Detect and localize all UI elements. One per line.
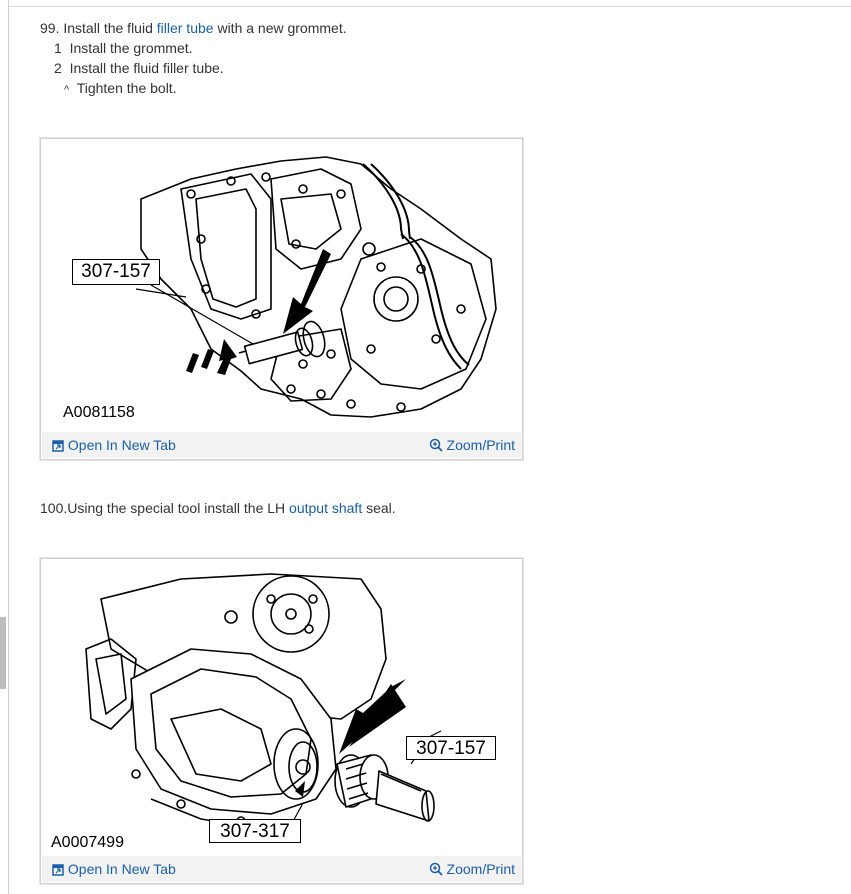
figure-output-shaft-seal: 307-157 307-317 A0007499 Open In New Tab… xyxy=(40,558,523,884)
step-number: 100. xyxy=(40,500,68,516)
substep-text: Install the fluid filler tube. xyxy=(69,60,224,76)
top-divider xyxy=(9,6,851,7)
direction-arrow xyxy=(283,249,331,334)
substep-number: 1 xyxy=(54,40,62,56)
dashed-arrow xyxy=(186,339,237,375)
left-border xyxy=(8,0,9,894)
step-text: Install the fluid xyxy=(63,20,153,36)
tool-callout: 307-157 xyxy=(72,259,160,285)
open-new-tab-link[interactable]: Open In New Tab xyxy=(52,437,176,453)
step-99-heading: 99. Install the fluid filler tube with a… xyxy=(40,19,347,37)
transmission-illustration xyxy=(135,156,497,418)
figure-id: A0081158 xyxy=(63,404,135,421)
note-text: Tighten the bolt. xyxy=(76,80,177,96)
filler-tube-link[interactable]: filler tube xyxy=(156,20,214,36)
substep-note: ^ Tighten the bolt. xyxy=(64,79,177,99)
zoom-print-link[interactable]: Zoom/Print xyxy=(429,861,515,877)
open-new-tab-link[interactable]: Open In New Tab xyxy=(52,861,176,877)
step-text: with a new grommet. xyxy=(217,20,347,36)
step-100-heading: 100.Using the special tool install the L… xyxy=(40,499,396,517)
zoom-print-label: Zoom/Print xyxy=(446,437,515,453)
note-marker: ^ xyxy=(64,84,70,96)
substep-1: 1 Install the grommet. xyxy=(54,39,193,57)
substep-2: 2 Install the fluid filler tube. xyxy=(54,59,224,77)
zoom-print-label: Zoom/Print xyxy=(446,861,515,877)
tool-callout-307-317: 307-317 xyxy=(209,819,301,843)
substep-number: 2 xyxy=(54,60,62,76)
open-new-tab-label: Open In New Tab xyxy=(67,861,176,877)
step-text: seal. xyxy=(366,500,396,516)
figure-transmission-filler-tube: 307-157 A0081158 Open In New Tab Zoom/Pr… xyxy=(40,138,523,460)
figure-id: A0007499 xyxy=(51,834,124,851)
open-new-tab-label: Open In New Tab xyxy=(67,437,176,453)
open-new-tab-icon xyxy=(52,864,64,876)
substep-text: Install the grommet. xyxy=(69,40,193,56)
output-shaft-link[interactable]: output shaft xyxy=(289,500,363,516)
zoom-in-icon xyxy=(429,862,443,876)
step-number: 99. xyxy=(40,20,60,36)
figure-toolbar: Open In New Tab Zoom/Print xyxy=(42,432,521,458)
seal-install-illustration xyxy=(85,573,442,830)
figure-toolbar: Open In New Tab Zoom/Print xyxy=(42,856,521,882)
zoom-print-link[interactable]: Zoom/Print xyxy=(429,437,515,453)
step-text: Using the special tool install the LH xyxy=(67,500,286,516)
scrollbar-handle[interactable] xyxy=(0,617,6,689)
zoom-in-icon xyxy=(429,438,443,452)
open-new-tab-icon xyxy=(52,440,64,452)
tool-callout-307-157: 307-157 xyxy=(406,736,496,760)
